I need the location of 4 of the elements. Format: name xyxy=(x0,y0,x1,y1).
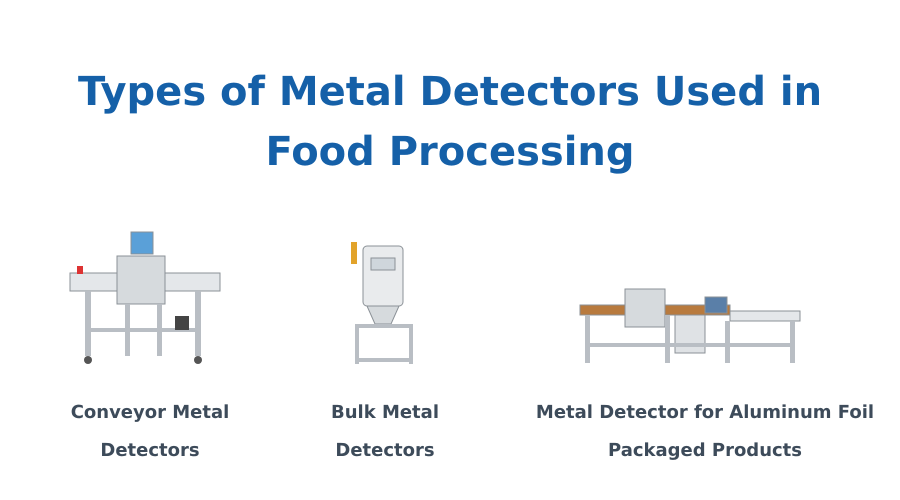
caption: Conveyor Metal Detectors xyxy=(70,401,230,463)
title: Types of Metal Detectors Used in Food Processing xyxy=(76,68,824,177)
caption: Metal Detector for Aluminum Foil Packaged Products xyxy=(534,401,876,463)
caption: Bulk Metal Detectors xyxy=(330,401,440,463)
